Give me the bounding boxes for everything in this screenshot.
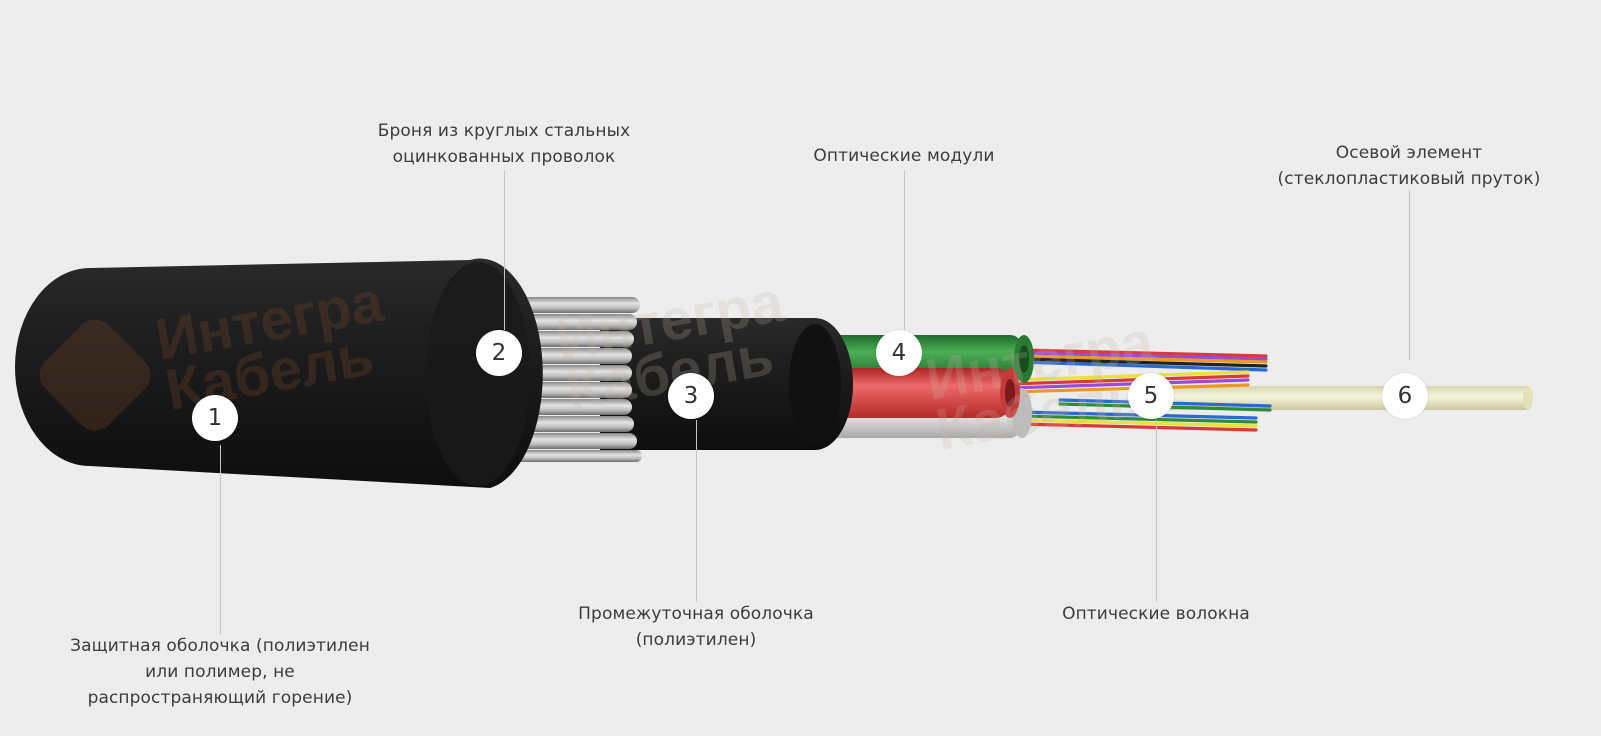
leader-line-4: [904, 170, 905, 330]
inner-sheath: [600, 318, 853, 450]
leader-line-6: [1409, 190, 1410, 360]
callout-badge-2: 2: [476, 330, 522, 376]
label-central-member: Осевой элемент (стеклопластиковый пруток…: [1277, 143, 1541, 189]
central-member: [1150, 386, 1533, 410]
leader-line-2: [504, 170, 505, 330]
label-optical-modules: Оптические модули: [813, 146, 995, 166]
label-outer-sheath: Защитная оболочка (полиэтилен или полиме…: [70, 636, 370, 708]
callout-badge-5: 5: [1128, 373, 1174, 419]
callout-badge-4: 4: [876, 330, 922, 376]
leader-line-1: [220, 445, 221, 635]
callout-badge-6: 6: [1382, 373, 1428, 419]
leader-line-5: [1156, 420, 1157, 602]
callout-badge-3: 3: [668, 373, 714, 419]
label-inner-sheath: Промежуточная оболочка (полиэтилен): [578, 604, 814, 650]
callout-badge-1: 1: [192, 395, 238, 441]
optical-fibers: [1008, 348, 1272, 432]
label-armor: Броня из круглых стальных оцинкованных п…: [377, 121, 631, 167]
leader-line-3: [696, 420, 697, 602]
label-optical-fibers: Оптические волокна: [1062, 604, 1250, 624]
